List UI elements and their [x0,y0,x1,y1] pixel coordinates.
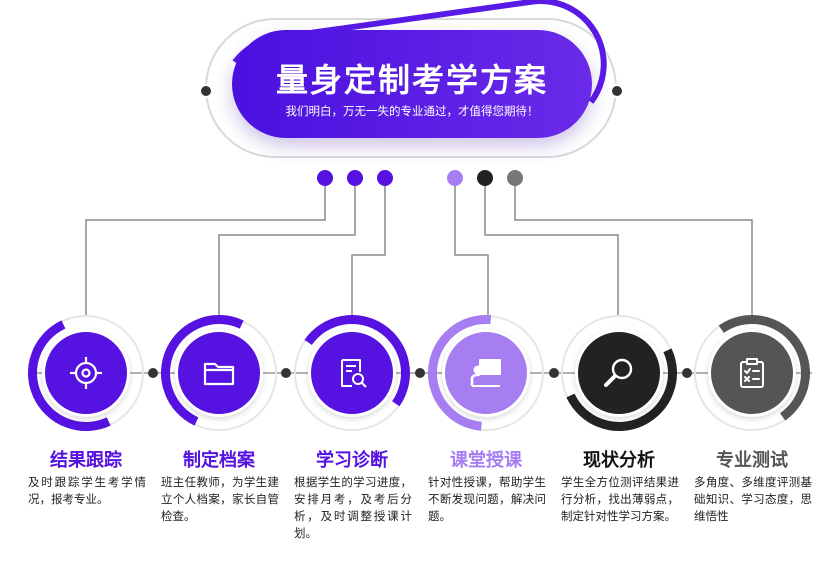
rail-dot [281,368,291,378]
feature-description: 针对性授课，帮助学生不断发现问题，解决问题。 [428,475,546,523]
feature-classroom-teaching [404,291,568,455]
ring-inner [442,329,530,417]
feature-description: 多角度、多维度评测基础知识、学习态度，思维悟性 [694,475,812,523]
feature-result-tracking [11,298,161,448]
connector-dot [447,170,463,186]
feature-title: 专业测试 [716,450,788,471]
feature-create-profile [144,298,294,448]
feature-title: 课堂授课 [450,450,522,471]
teacher-board-icon [470,359,501,387]
ring-inner [42,329,130,417]
ring-outer [161,315,277,431]
report-search-icon [341,359,367,388]
ring-outer [294,315,410,431]
rail-dot [682,368,692,378]
ring-inner [708,329,796,417]
feature-title: 制定档案 [183,450,255,471]
page-title: 量身定制考学方案 [275,61,548,99]
connector-dot [347,170,363,186]
header-left-dot [199,84,213,98]
ring-inner [575,329,663,417]
folder-icon [203,362,235,386]
ring-inner [308,329,396,417]
rail-dot [415,368,425,378]
connector-dot [477,170,493,186]
feature-status-analysis [544,298,694,448]
magnifier-icon [604,358,633,387]
target-icon [70,357,102,389]
connector-dot [507,170,523,186]
clipboard-check-icon [740,358,764,388]
ring-outer [428,315,544,431]
feature-description: 根据学生的学习进度，安排月考，及考后分析，及时调整授课计划。 [294,475,412,540]
feature-title: 学习诊断 [316,450,388,471]
connector-dot [317,170,333,186]
connector-dot [377,170,393,186]
feature-description: 及时跟踪学生考学情况，报考专业。 [28,475,146,506]
feature-title: 结果跟踪 [50,450,122,471]
feature-description: 班主任教师，为学生建立个人档案，家长自管检查。 [161,475,279,523]
page-subtitle: 我们明白，万无一失的专业通过，才值得您期待！ [285,104,539,118]
feature-description: 学生全方位测评结果进行分析，找出薄弱点，制定针对性学习方案。 [561,475,679,523]
feature-title: 现状分析 [583,450,655,471]
header-pill [232,30,592,138]
ring-inner [175,329,263,417]
rail-dot [549,368,559,378]
ring-outer [561,315,677,431]
feature-professional-test [684,305,820,441]
feature-learning-diagnosis [284,305,420,441]
header-right-dot [610,84,624,98]
ring-outer [694,315,810,431]
rail-dot [148,368,158,378]
ring-outer [28,315,144,431]
